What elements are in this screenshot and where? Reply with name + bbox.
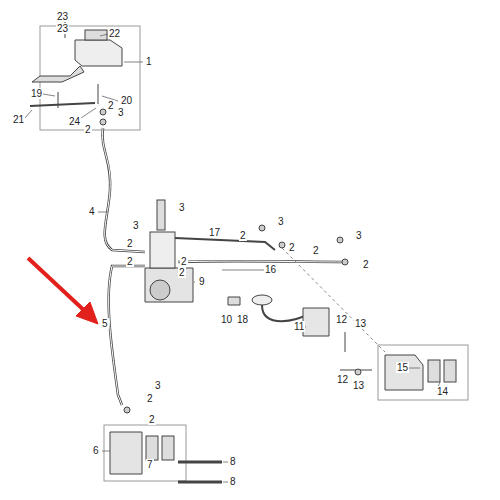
brake-pad bbox=[146, 436, 158, 460]
bleeder bbox=[345, 332, 346, 352]
bolt bbox=[98, 84, 99, 104]
callout-number: 9 bbox=[198, 276, 206, 287]
callout-number: 2 bbox=[146, 393, 154, 404]
brake-hose bbox=[103, 128, 145, 252]
callout-number: 21 bbox=[12, 114, 25, 125]
brake-pad bbox=[162, 436, 174, 460]
reservoir-cap bbox=[85, 30, 107, 40]
master-cylinder bbox=[75, 40, 122, 66]
rear-caliper bbox=[385, 355, 423, 390]
callout-number: 8 bbox=[229, 476, 237, 487]
callout-number: 17 bbox=[208, 227, 221, 238]
callout-number: 2 bbox=[312, 245, 320, 256]
pointer-arrowhead bbox=[76, 302, 98, 324]
lever-arm bbox=[30, 103, 95, 106]
callout-number: 3 bbox=[277, 216, 285, 227]
callout-number: 3 bbox=[178, 202, 186, 213]
pivot-bolt bbox=[58, 92, 59, 108]
callout-number: 12 bbox=[335, 314, 348, 325]
caliper-bolt bbox=[178, 461, 222, 464]
callout-number: 2 bbox=[362, 259, 370, 270]
callout-number: 20 bbox=[120, 95, 133, 106]
callout-number: 2 bbox=[148, 414, 156, 425]
callout-number: 2 bbox=[180, 256, 188, 267]
abs-valves bbox=[150, 232, 175, 268]
callout-number: 14 bbox=[436, 386, 449, 397]
callout-number: 4 bbox=[88, 206, 96, 217]
caliper-bolt bbox=[178, 481, 222, 484]
brake-hose-core bbox=[103, 128, 145, 252]
callout-number: 1 bbox=[145, 56, 153, 67]
callout-number: 6 bbox=[92, 445, 100, 456]
callout-number: 7 bbox=[146, 459, 154, 470]
rear-master-cylinder bbox=[303, 308, 329, 336]
callout-number: 16 bbox=[264, 264, 277, 275]
callout-number: 23 bbox=[56, 11, 69, 22]
reservoir-fitting bbox=[228, 297, 240, 305]
brake-hose-core bbox=[109, 266, 145, 405]
group-frame bbox=[104, 425, 186, 481]
callout-number: 22 bbox=[108, 28, 121, 39]
callout-number: 2 bbox=[84, 124, 92, 135]
brake-hose bbox=[109, 266, 145, 405]
leader-lines bbox=[24, 34, 440, 482]
callout-number: 8 bbox=[229, 456, 237, 467]
brake-pad bbox=[428, 360, 440, 382]
callout-number: 12 bbox=[336, 374, 349, 385]
front-caliper bbox=[110, 432, 142, 474]
brake-pipe bbox=[175, 238, 275, 250]
callout-number: 2 bbox=[288, 242, 296, 253]
callout-number: 3 bbox=[154, 380, 162, 391]
abs-fitting bbox=[157, 200, 165, 230]
callout-number: 2 bbox=[126, 256, 134, 267]
callout-number: 2 bbox=[239, 230, 247, 241]
callout-number: 5 bbox=[101, 318, 109, 329]
callout-number: 3 bbox=[132, 220, 140, 231]
callout-number: 10 bbox=[220, 314, 233, 325]
brake-hose bbox=[178, 260, 345, 263]
callout-number: 13 bbox=[354, 318, 367, 329]
callout-number: 11 bbox=[293, 321, 305, 332]
abs-modulator bbox=[145, 268, 193, 302]
brake-lever bbox=[32, 66, 84, 82]
reservoir-hose bbox=[262, 305, 305, 321]
callout-number: 23 bbox=[56, 23, 69, 34]
assembly-line bbox=[282, 248, 385, 352]
callout-number: 18 bbox=[236, 314, 249, 325]
callout-number: 19 bbox=[30, 88, 43, 99]
callout-number: 13 bbox=[352, 380, 365, 391]
group-frame bbox=[378, 345, 468, 400]
pointer-arrow bbox=[28, 258, 88, 314]
callout-number: 3 bbox=[355, 230, 363, 241]
callout-number: 15 bbox=[396, 362, 409, 373]
brake-hose-core bbox=[178, 261, 345, 263]
reservoir bbox=[252, 295, 272, 305]
callout-number: 2 bbox=[126, 238, 134, 249]
abs-motor bbox=[150, 280, 170, 300]
callout-number: 3 bbox=[117, 107, 125, 118]
callout-number: 2 bbox=[178, 267, 186, 278]
callout-number: 2 bbox=[107, 100, 115, 111]
callout-number: 24 bbox=[68, 116, 81, 127]
brake-pad bbox=[444, 360, 456, 382]
